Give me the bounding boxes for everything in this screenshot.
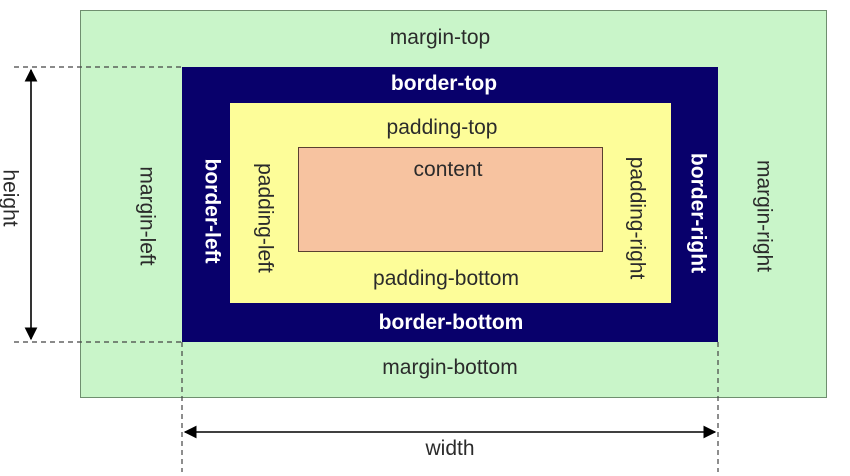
border-bottom-label: border-bottom — [378, 311, 524, 334]
content-area — [298, 147, 603, 252]
border-right-label: border-right — [686, 152, 710, 274]
padding-right-label: padding-right — [625, 156, 649, 280]
padding-top-label: padding-top — [386, 116, 498, 139]
padding-left-label: padding-left — [253, 163, 277, 273]
margin-bottom-label: margin-bottom — [382, 356, 518, 379]
border-left-label: border-left — [200, 158, 224, 264]
content-label: content — [413, 158, 483, 181]
margin-right-label: margin-right — [752, 159, 776, 273]
width-label: width — [425, 437, 475, 460]
padding-bottom-label: padding-bottom — [373, 267, 519, 290]
border-top-label: border-top — [390, 72, 498, 95]
margin-left-label: margin-left — [135, 166, 159, 266]
height-label: height — [0, 169, 22, 227]
margin-top-label: margin-top — [389, 26, 491, 49]
